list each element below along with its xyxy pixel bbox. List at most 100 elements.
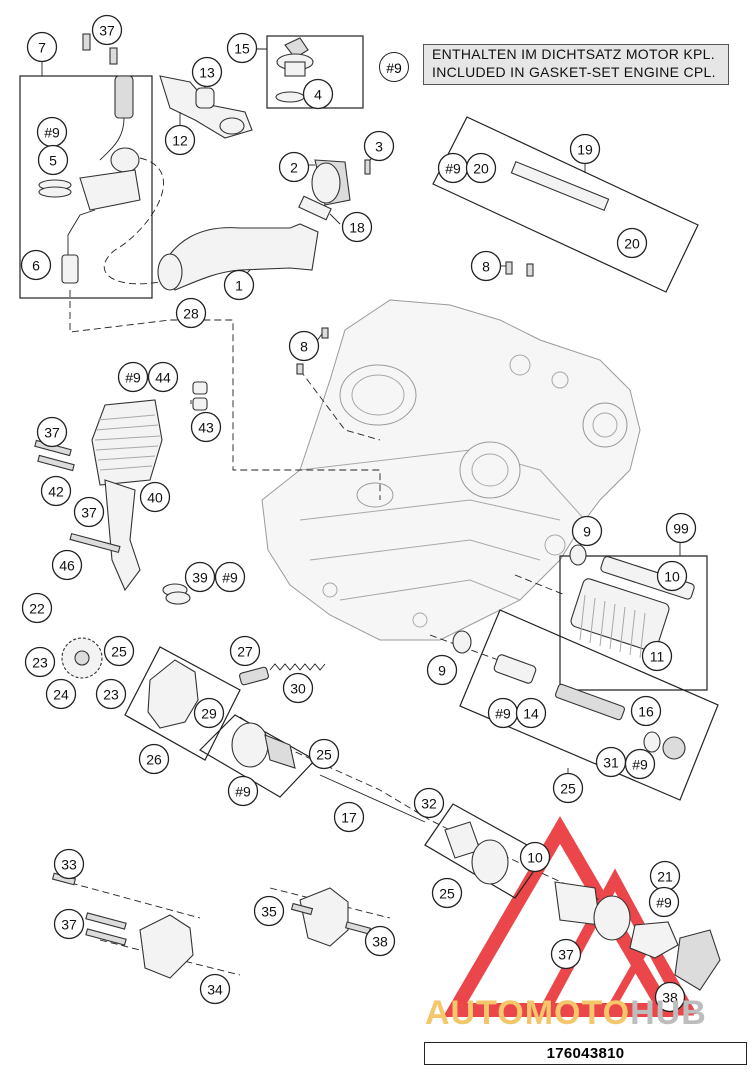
callout-label: 10: [527, 850, 543, 866]
callout-label: #9: [125, 370, 141, 386]
callout-29: 29: [193, 697, 225, 729]
part-bolt-42: [37, 454, 75, 472]
part-bolt-37-d: [85, 912, 127, 930]
part-oil-cooler-40: [91, 399, 163, 592]
note-gasket-tag: #9: [379, 52, 409, 82]
callout-label: 37: [61, 917, 77, 933]
callout-37: 37: [91, 14, 123, 46]
callout-label: 9: [438, 663, 446, 679]
callout-label: 40: [147, 490, 163, 506]
callout-21: 21: [649, 860, 681, 892]
callout-label: 28: [183, 306, 199, 322]
watermark-text: AUTOMOTOHUB: [425, 994, 707, 1033]
callout-38: 38: [364, 925, 396, 957]
callout-28: 28: [175, 297, 207, 329]
callout-23: 23: [24, 646, 56, 678]
callout-hash9: #9: [36, 116, 68, 148]
callout-label: #9: [235, 784, 251, 800]
callout-label: #9: [445, 161, 461, 177]
callout-label: 46: [59, 558, 75, 574]
crankcase-illustration: [261, 299, 641, 641]
callout-37: 37: [73, 496, 105, 528]
group-box-19: [432, 116, 699, 293]
callout-label: 99: [673, 521, 689, 537]
callout-17: 17: [333, 801, 365, 833]
callout-label: 37: [44, 425, 60, 441]
callout-label: 37: [558, 947, 574, 963]
part-housing-2: [298, 159, 351, 221]
callout-30: 30: [282, 672, 314, 704]
dashed-leader-filter: [514, 574, 566, 596]
callout-10: 10: [519, 841, 551, 873]
callout-24: 24: [45, 678, 77, 710]
callout-label: 25: [316, 747, 332, 763]
callout-label: #9: [44, 125, 60, 141]
part-oil-filter-11: [570, 578, 670, 659]
callout-3: 3: [363, 130, 395, 162]
callout-99: 99: [665, 512, 697, 544]
callout-33: 33: [53, 848, 85, 880]
diagram-number: 176043810: [424, 1042, 747, 1065]
part-bolt-38: [290, 902, 314, 916]
callout-32: 32: [413, 787, 445, 819]
callout-18: 18: [341, 211, 373, 243]
part-rotor-31: [231, 722, 296, 769]
part-bolt-37-e: [85, 928, 127, 946]
callout-6: 6: [20, 249, 52, 281]
group-box-99: [559, 555, 708, 691]
part-sleeve-44: [192, 381, 208, 395]
callout-25: 25: [431, 877, 463, 909]
callout-39: 39: [184, 561, 216, 593]
callout-12: 12: [164, 124, 196, 156]
callout-hash9: #9: [437, 152, 469, 184]
callout-label: 16: [638, 704, 654, 720]
callout-25: 25: [308, 738, 340, 770]
part-ring-39b: [165, 591, 191, 605]
callout-label: 37: [81, 505, 97, 521]
callout-label: 25: [560, 781, 576, 797]
callout-label: 24: [53, 687, 69, 703]
note-line-de: ENTHALTEN IM DICHTSATZ MOTOR KPL.: [432, 46, 715, 62]
callout-hash9: #9: [624, 748, 656, 780]
callout-25: 25: [103, 635, 135, 667]
part-oring-9-b: [452, 630, 472, 654]
part-coolant-hose-1: [159, 223, 319, 291]
callout-2: 2: [278, 151, 310, 183]
callout-14: 14: [515, 697, 547, 729]
callout-label: 35: [261, 904, 277, 920]
part-pump-cover-26: [147, 659, 199, 729]
callout-22: 22: [21, 592, 53, 624]
callout-hash9: #9: [214, 561, 246, 593]
part-pin-16: [555, 683, 625, 721]
dashed-leader-shaft: [239, 716, 601, 901]
callout-40: 40: [139, 481, 171, 513]
callout-label: 27: [237, 644, 253, 660]
callout-label: 20: [473, 161, 489, 177]
callout-7: 7: [26, 31, 58, 63]
part-sensor-hose-assembly: [38, 75, 141, 284]
callout-hash9: #9: [648, 886, 680, 918]
callout-hash9: #9: [487, 697, 519, 729]
callout-label: 32: [421, 796, 437, 812]
part-shaft-32: [319, 774, 426, 823]
part-bolt-8-c: [321, 327, 329, 339]
callout-46: 46: [51, 549, 83, 581]
part-sleeve-43: [192, 397, 208, 411]
callout-43: 43: [190, 411, 222, 443]
callout-label: 19: [577, 142, 593, 158]
callout-11: 11: [641, 640, 673, 672]
part-pump-housing-34: [554, 881, 601, 926]
callout-label: #9: [222, 570, 238, 586]
part-filler-cap-15: [275, 37, 314, 103]
callout-label: 6: [32, 258, 40, 274]
callout-label: 22: [29, 601, 45, 617]
callout-label: 3: [375, 139, 383, 155]
callout-label: 38: [662, 990, 678, 1006]
callout-23: 23: [95, 678, 127, 710]
callout-label: 33: [61, 857, 77, 873]
part-pump-cover-middle: [299, 887, 349, 947]
callout-37: 37: [550, 938, 582, 970]
callout-35: 35: [253, 895, 285, 927]
